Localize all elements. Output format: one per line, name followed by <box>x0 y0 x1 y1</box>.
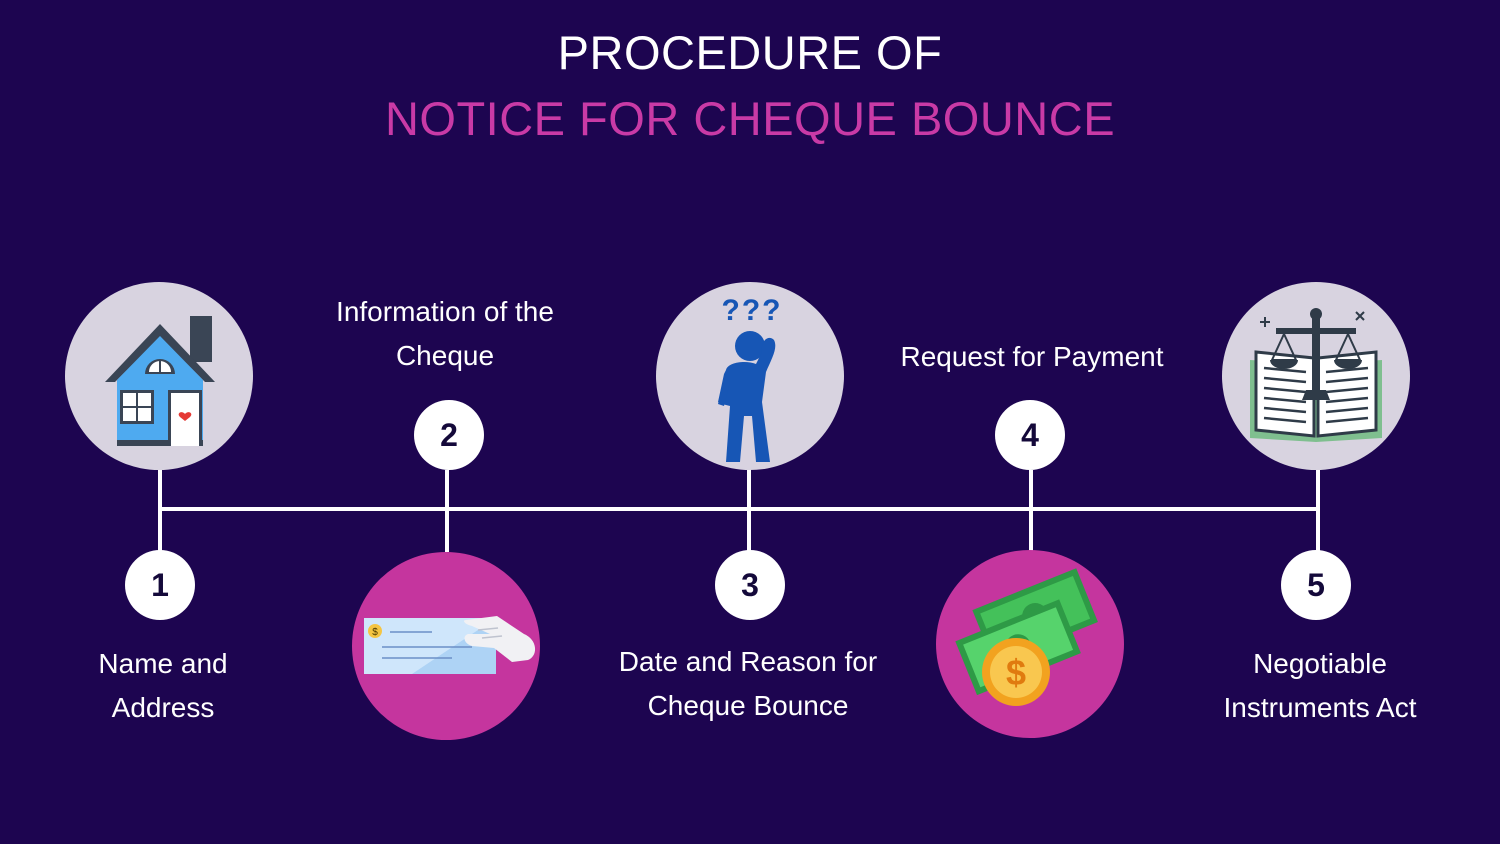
step-5-label-line-1: Negotiable <box>1253 648 1387 679</box>
step-1-label-line-1: Name and <box>98 648 228 679</box>
svg-text:???: ??? <box>722 294 783 327</box>
law-book-icon <box>1250 308 1382 442</box>
step-3-label: Date and Reason for Cheque Bounce <box>583 640 913 728</box>
step-3-label-line-2: Cheque Bounce <box>647 690 849 721</box>
step-2-number: 2 <box>414 400 484 470</box>
step-2-icon-circle: $ <box>352 552 540 740</box>
step-5-number: 5 <box>1281 550 1351 620</box>
step-5-label-line-2: Instruments Act <box>1223 692 1417 723</box>
step-3-label-line-1: Date and Reason for <box>618 646 878 677</box>
svg-text:$: $ <box>1006 652 1026 693</box>
step-4-label: Request for Payment <box>862 335 1202 379</box>
step-1-number: 1 <box>125 550 195 620</box>
step-2-label: Information of the Cheque <box>300 290 590 378</box>
house-icon <box>105 316 215 446</box>
step-5-label: Negotiable Instruments Act <box>1180 642 1460 730</box>
confused-person-icon: ??? <box>718 294 783 462</box>
step-3-number: 3 <box>715 550 785 620</box>
step-4-label-line-1: Request for Payment <box>900 341 1164 372</box>
connector-step-5 <box>1316 465 1320 551</box>
step-1-label-line-2: Address <box>111 692 215 723</box>
connector-step-2 <box>445 470 449 552</box>
step-3-icon-circle: ??? <box>656 282 844 470</box>
svg-text:$: $ <box>372 627 378 638</box>
step-4-icon-circle: $ <box>936 550 1124 738</box>
step-2-label-line-2: Cheque <box>395 340 495 371</box>
timeline-horizontal-line <box>160 507 1320 511</box>
step-2-label-line-1: Information of the <box>336 296 554 327</box>
title-line-2: NOTICE FOR CHEQUE BOUNCE <box>384 92 1116 145</box>
step-1-label: Name and Address <box>33 642 293 730</box>
connector-step-4 <box>1029 470 1033 552</box>
cheque-icon: $ <box>364 616 536 674</box>
connector-step-1 <box>158 465 162 551</box>
step-5-icon-circle <box>1222 282 1410 470</box>
connector-step-3 <box>747 465 751 551</box>
title-line-1: PROCEDURE OF <box>557 26 943 79</box>
step-1-icon-circle <box>65 282 253 470</box>
money-icon: $ <box>955 568 1098 706</box>
step-4-number: 4 <box>995 400 1065 470</box>
